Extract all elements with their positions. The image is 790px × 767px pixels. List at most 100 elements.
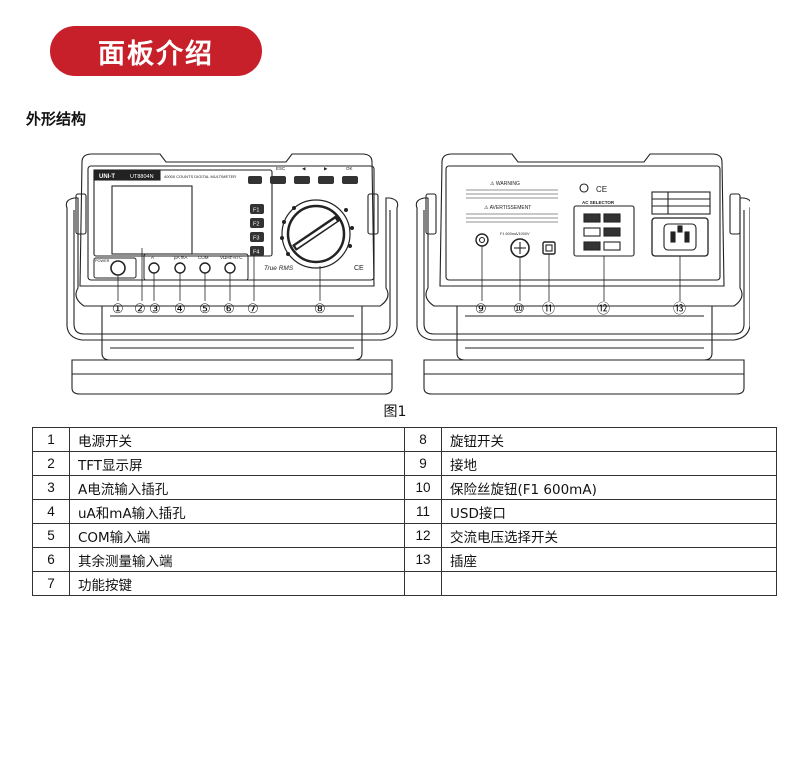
part-label: TFT显示屏 [69,451,405,476]
function-key-f2[interactable]: F2 [250,218,264,228]
callout-5: ⑤ [199,301,211,316]
usb-port[interactable] [542,241,556,255]
callout-10: ⑩ [513,301,525,316]
part-label: 交流电压选择开关 [441,523,777,548]
callout-8: ⑧ [314,301,326,316]
front-handle [65,197,399,341]
table-row: 1 电源开关 8 旋钮开关 [32,427,777,452]
tft-display [111,185,193,255]
key-esc[interactable] [270,176,286,184]
back-panel [445,165,721,281]
jack-label-ua-ma: µA mA [174,255,187,260]
front-ce-mark: CE [354,265,364,272]
key-ok[interactable] [342,176,358,184]
key-extra[interactable] [248,176,262,184]
power-label: POWER [95,259,110,263]
part-label: 其余测量输入端 [69,547,405,572]
callout-12: ⑫ [597,301,610,316]
function-key-f3[interactable]: F3 [250,232,264,242]
back-ce-mark: CE [596,185,607,194]
function-key-f1[interactable]: F1 [250,204,264,214]
part-label: uA和mA输入插孔 [69,499,405,524]
table-row: 7 功能按键 [32,571,777,596]
warning-title: ⚠ WARNING [490,181,520,187]
table-row: 6 其余测量输入端 13 插座 [32,547,777,572]
part-label: USD接口 [441,499,777,524]
ac-selector-label: AC SELECTOR [582,200,615,205]
part-number: 5 [32,523,70,548]
front-view [65,153,399,395]
part-number: 1 [32,427,70,452]
callout-7: ⑦ [247,301,259,316]
part-number: 2 [32,451,70,476]
part-label [441,571,777,596]
f2-label: F2 [253,222,259,228]
callout-11: ⑪ [542,301,555,316]
function-keys: F1 F2 F3 F4 [250,204,264,256]
jack-com[interactable] [199,262,211,274]
part-number: 11 [404,499,442,524]
rotary-knob[interactable] [280,199,354,269]
part-number: 4 [32,499,70,524]
callout-3: ③ [149,301,161,316]
f1-label: F1 [253,208,259,214]
table-row: 5 COM输入端 12 交流电压选择开关 [32,523,777,548]
page-banner: 面板介绍 [50,26,262,76]
back-housing [439,153,725,287]
nav-keys: ESC ◀ ▶ OK [248,166,358,184]
figure-caption: 图1 [383,404,407,420]
callout-6: ⑥ [223,301,235,316]
part-number: 3 [32,475,70,500]
table-row: 4 uA和mA输入插孔 11 USD接口 [32,499,777,524]
part-label: 旋钮开关 [441,427,777,452]
part-label: 插座 [441,547,777,572]
jack-v-ohm[interactable] [224,262,236,274]
parts-table: 1 电源开关 8 旋钮开关 2 TFT显示屏 9 接地 3 A电流输入插孔 10… [32,427,777,596]
section-title: 外形结构 [26,110,87,128]
f3-label: F3 [253,236,259,242]
jack-ua-ma[interactable] [174,262,186,274]
fuse-rating-label: F1 600mA/1000V [500,232,530,236]
jack-label-v: VΩHz·RTC [220,255,243,260]
callout-13: ⑬ [673,301,686,316]
callout-9: ⑨ [475,301,487,316]
part-label: COM输入端 [69,523,405,548]
key-left[interactable] [294,176,310,184]
part-label: 电源开关 [69,427,405,452]
nav-label-esc: ESC [276,166,286,171]
jack-label-a: A [151,255,154,260]
function-key-f4[interactable]: F4 [250,246,264,256]
part-label: 接地 [441,451,777,476]
part-number [404,571,442,596]
brand-logo: UNI-T [99,174,115,180]
table-row: 3 A电流输入插孔 10 保险丝旋钮(F1 600mA) [32,475,777,500]
f4-label: F4 [253,250,259,256]
callout-4: ④ [174,301,186,316]
part-number: 6 [32,547,70,572]
table-row: 2 TFT显示屏 9 接地 [32,451,777,476]
part-label: 保险丝旋钮(F1 600mA) [441,475,777,500]
nav-label-ok: OK [346,166,353,171]
jack-label-com: COM [198,255,209,260]
jack-a[interactable] [148,262,160,274]
true-rms-label: True RMS [264,265,294,272]
avertissement-title: ⚠ AVERTISSEMENT [484,205,531,211]
key-right[interactable] [318,176,334,184]
ground-terminal[interactable] [475,233,489,247]
back-handle [415,197,750,341]
part-number: 8 [404,427,442,452]
device-figure: UNI-T UT8804N 40000 COUNTS DIGITAL MULTI… [62,148,750,398]
jack-panel [143,253,249,281]
part-number: 9 [404,451,442,476]
part-label: A电流输入插孔 [69,475,405,500]
counts-label: 40000 COUNTS DIGITAL MULTIMETER [164,174,236,179]
nav-label-right: ▶ [324,166,328,171]
power-switch[interactable] [110,260,126,276]
callout-1: ① [112,301,124,316]
nav-label-left: ◀ [302,166,306,171]
part-label: 功能按键 [69,571,405,596]
part-number: 10 [404,475,442,500]
callout-2: ② [134,301,146,316]
back-view [415,153,750,395]
part-number: 12 [404,523,442,548]
